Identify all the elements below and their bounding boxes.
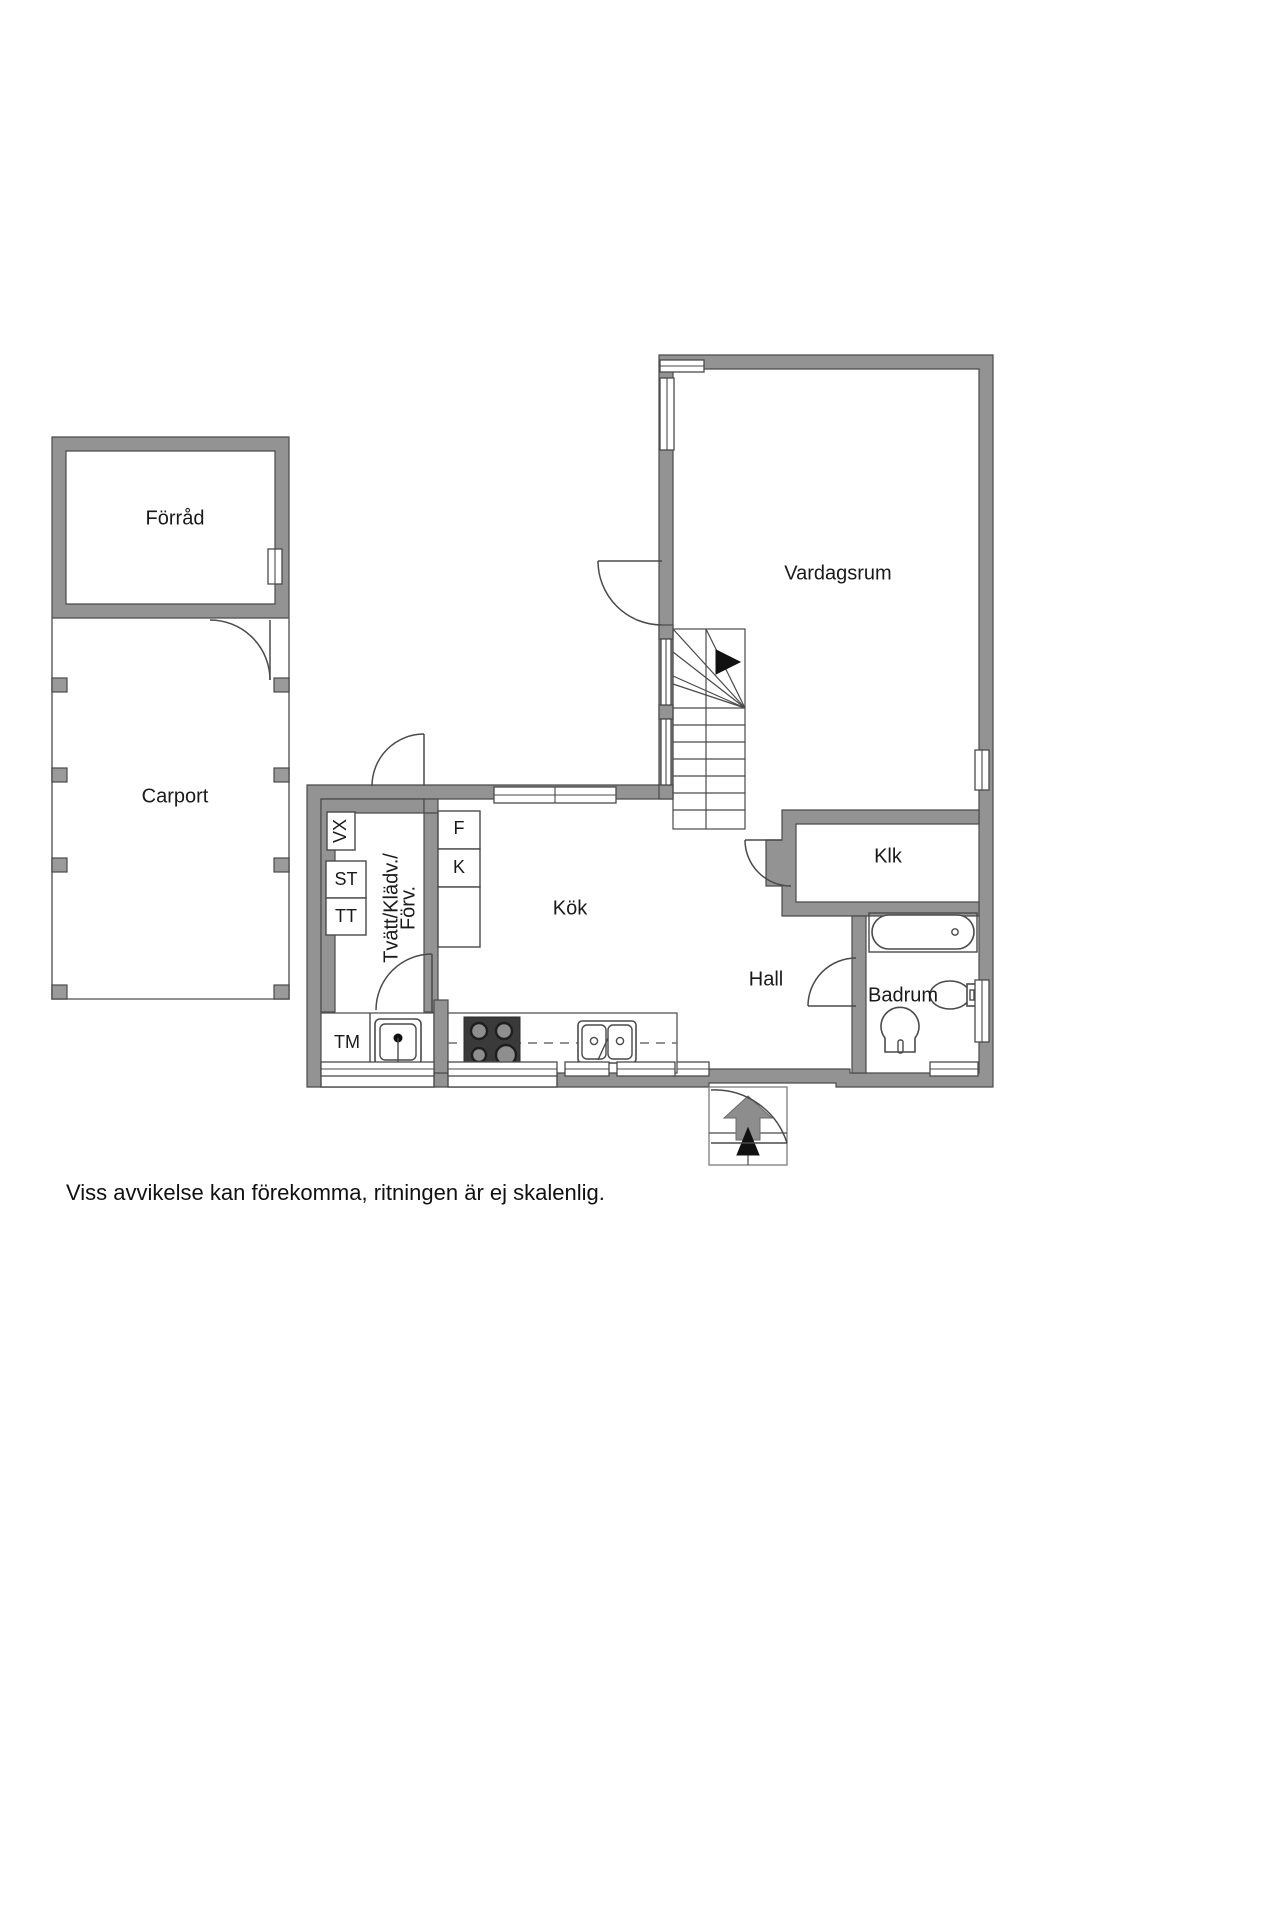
carport-post-right-3 [273, 857, 290, 873]
carport-outline [51, 618, 290, 1000]
klk-room: Klk [744, 809, 980, 917]
appliance-label-f: F [454, 818, 465, 838]
appliance-label-tt: TT [335, 906, 357, 926]
kok-south-window-left [320, 1061, 435, 1077]
tvatt-north-node [423, 798, 439, 814]
bathtub [868, 912, 978, 953]
kok-south-windows [320, 1061, 676, 1077]
appliance-box-tt [325, 897, 367, 936]
vardagsrum-east-window [974, 749, 990, 791]
stairwell-window-lower [660, 718, 672, 786]
exterior-wall-outline [306, 354, 994, 1088]
room-label-carport: Carport [142, 785, 209, 807]
main-entrance [672, 1061, 788, 1166]
entrance-threshold-window [672, 1061, 710, 1077]
kok-south-window-end [616, 1061, 676, 1077]
carport-area: Carport [51, 618, 290, 1000]
appliance-box-f [437, 810, 481, 850]
appliance-label-tm: TM [334, 1032, 360, 1052]
kok-south-window-far-right [564, 1061, 610, 1077]
kitchen-counter-run: TM [320, 999, 678, 1088]
appliance-box-vx [326, 811, 356, 851]
badrum-room: Badrum [807, 912, 990, 1077]
carport-post-right-1 [273, 677, 290, 693]
kok-north-window [493, 786, 617, 804]
appliance-box-st [325, 860, 367, 899]
laundry-sink [374, 1018, 422, 1066]
carport-post-right-4 [273, 984, 290, 1000]
kok-south-window-right [447, 1061, 558, 1077]
vardagsrum-door [597, 560, 663, 626]
badrum-east-window [974, 979, 990, 1043]
forrad-window [267, 548, 283, 585]
room-label-tvatt: Tvätt/Klädv./ [380, 853, 402, 963]
stairwell-walls [658, 624, 674, 800]
entrance-door [710, 1089, 788, 1144]
kitchen-tall-cabinet [437, 886, 481, 948]
fridge-freezer-column: F K [437, 810, 481, 948]
house-outer-walls [306, 354, 994, 1088]
hall-area: Hall [749, 968, 783, 990]
kok-room: Kök [371, 733, 617, 919]
appliance-label-k: K [453, 857, 465, 877]
staircase [672, 628, 746, 830]
room-label-hall: Hall [749, 968, 783, 990]
carport-post-left-1 [51, 677, 68, 693]
room-label-forrad: Förråd [146, 507, 205, 529]
badrum-south-window [929, 1061, 979, 1077]
badrum-door [807, 957, 857, 1007]
room-label-tvatt-line2: Förv. [397, 886, 419, 930]
room-label-vardagsrum: Vardagsrum [784, 562, 891, 584]
carport-post-left-3 [51, 857, 68, 873]
kok-north-door [371, 733, 425, 787]
tvatt-door [375, 953, 433, 1012]
carport-post-left-4 [51, 984, 68, 1000]
vardagsrum-north-window [659, 359, 705, 373]
toilet [929, 980, 978, 1010]
klk-door [744, 839, 792, 887]
appliance-label-vx: VX [330, 819, 350, 843]
badrum-west-wall [851, 915, 867, 1074]
stair-direction-arrow [715, 649, 742, 675]
vardagsrum-room: Vardagsrum [659, 359, 990, 791]
counter-partition-stub [433, 999, 449, 1074]
appliance-label-st: ST [334, 869, 357, 889]
stair-wall-node-3 [658, 784, 674, 800]
stair-wall-node-1 [658, 624, 674, 640]
plan-caption: Viss avvikelse kan förekomma, ritningen … [66, 1180, 605, 1205]
tvatt-east-wall [423, 812, 439, 1013]
stairwell-window-mid [660, 638, 672, 706]
stairwell-window-upper [659, 377, 675, 451]
carport-post-right-2 [273, 767, 290, 783]
room-label-badrum: Badrum [868, 984, 938, 1006]
forrad-door [209, 619, 271, 681]
washbasin [880, 1006, 920, 1054]
appliance-box-k [437, 848, 481, 888]
stair-wall-node-2 [658, 704, 674, 720]
tvatt-room: VX ST TT Tvätt/Klädv./ Förv. [320, 798, 439, 1013]
room-label-kok: Kök [553, 897, 588, 919]
forrad-room: Förråd [51, 436, 290, 619]
room-label-klk: Klk [874, 845, 903, 867]
cooktop [463, 1016, 521, 1070]
carport-post-left-2 [51, 767, 68, 783]
entrance-arrow-small [736, 1126, 760, 1156]
klk-walls [765, 809, 980, 917]
kitchen-sink [577, 1020, 637, 1064]
